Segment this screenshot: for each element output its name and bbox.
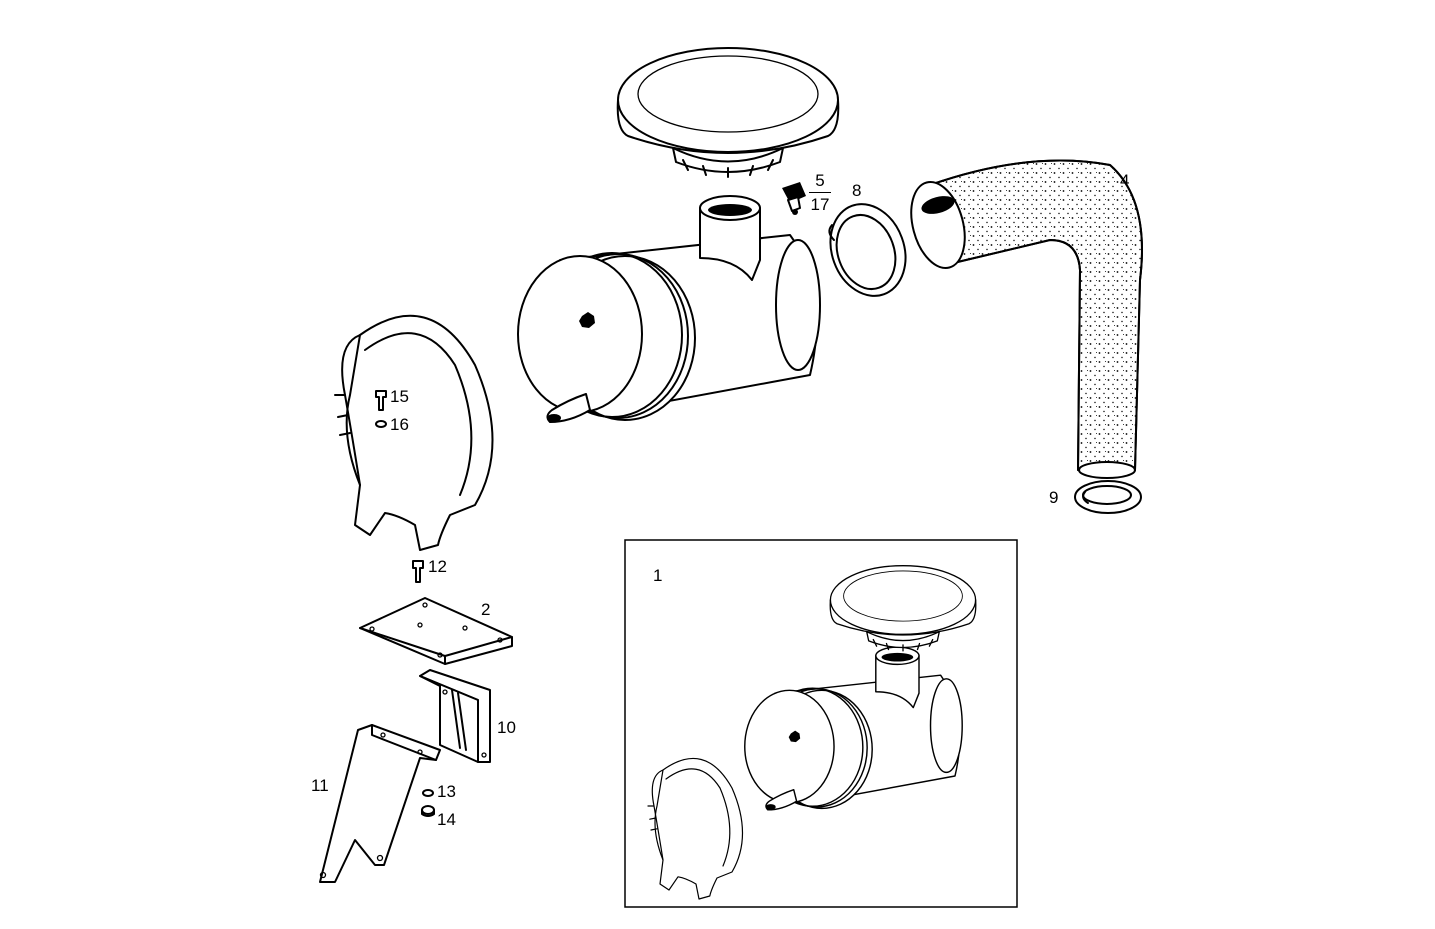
callout-1: 1 (653, 566, 663, 585)
callout-14: 14 (437, 810, 456, 829)
support-bracket-10 (419, 669, 491, 763)
air-cleaner-cap (616, 47, 840, 178)
callout-15: 15 (390, 387, 409, 406)
intake-elbow-hose-4 (910, 159, 1143, 479)
callout-8: 8 (852, 181, 862, 200)
nut-14 (421, 805, 435, 817)
restriction-indicator-5 (782, 182, 806, 215)
washer-16 (375, 420, 387, 428)
inset-air-cleaner-housing (744, 646, 963, 811)
hose-clamp-8 (828, 203, 907, 297)
callout-9: 9 (1049, 488, 1059, 507)
callout-5: 5 (815, 171, 825, 190)
callout-4: 4 (1120, 171, 1130, 190)
callout-16: 16 (390, 415, 409, 434)
inset-air-cleaner-cap (829, 565, 977, 652)
air-cleaner-housing (517, 195, 821, 423)
callout-13: 13 (437, 782, 456, 801)
callout-2: 2 (481, 600, 491, 619)
support-bracket-11 (319, 724, 441, 883)
callout-17: 17 (810, 195, 830, 214)
callout-10: 10 (497, 718, 516, 737)
inset-filter-cover (647, 757, 744, 900)
callout-12: 12 (428, 557, 447, 576)
bolt-12 (412, 560, 424, 583)
mounting-plate-2 (359, 597, 513, 665)
bolt-15 (375, 390, 387, 411)
filter-cover-bracket (334, 314, 494, 551)
callout-11: 11 (311, 776, 329, 795)
callout-5-17: 5 17 (809, 172, 831, 213)
assembly-inset-frame (624, 539, 1018, 908)
washer-13 (422, 789, 434, 797)
hose-clamp-9 (1074, 480, 1142, 514)
